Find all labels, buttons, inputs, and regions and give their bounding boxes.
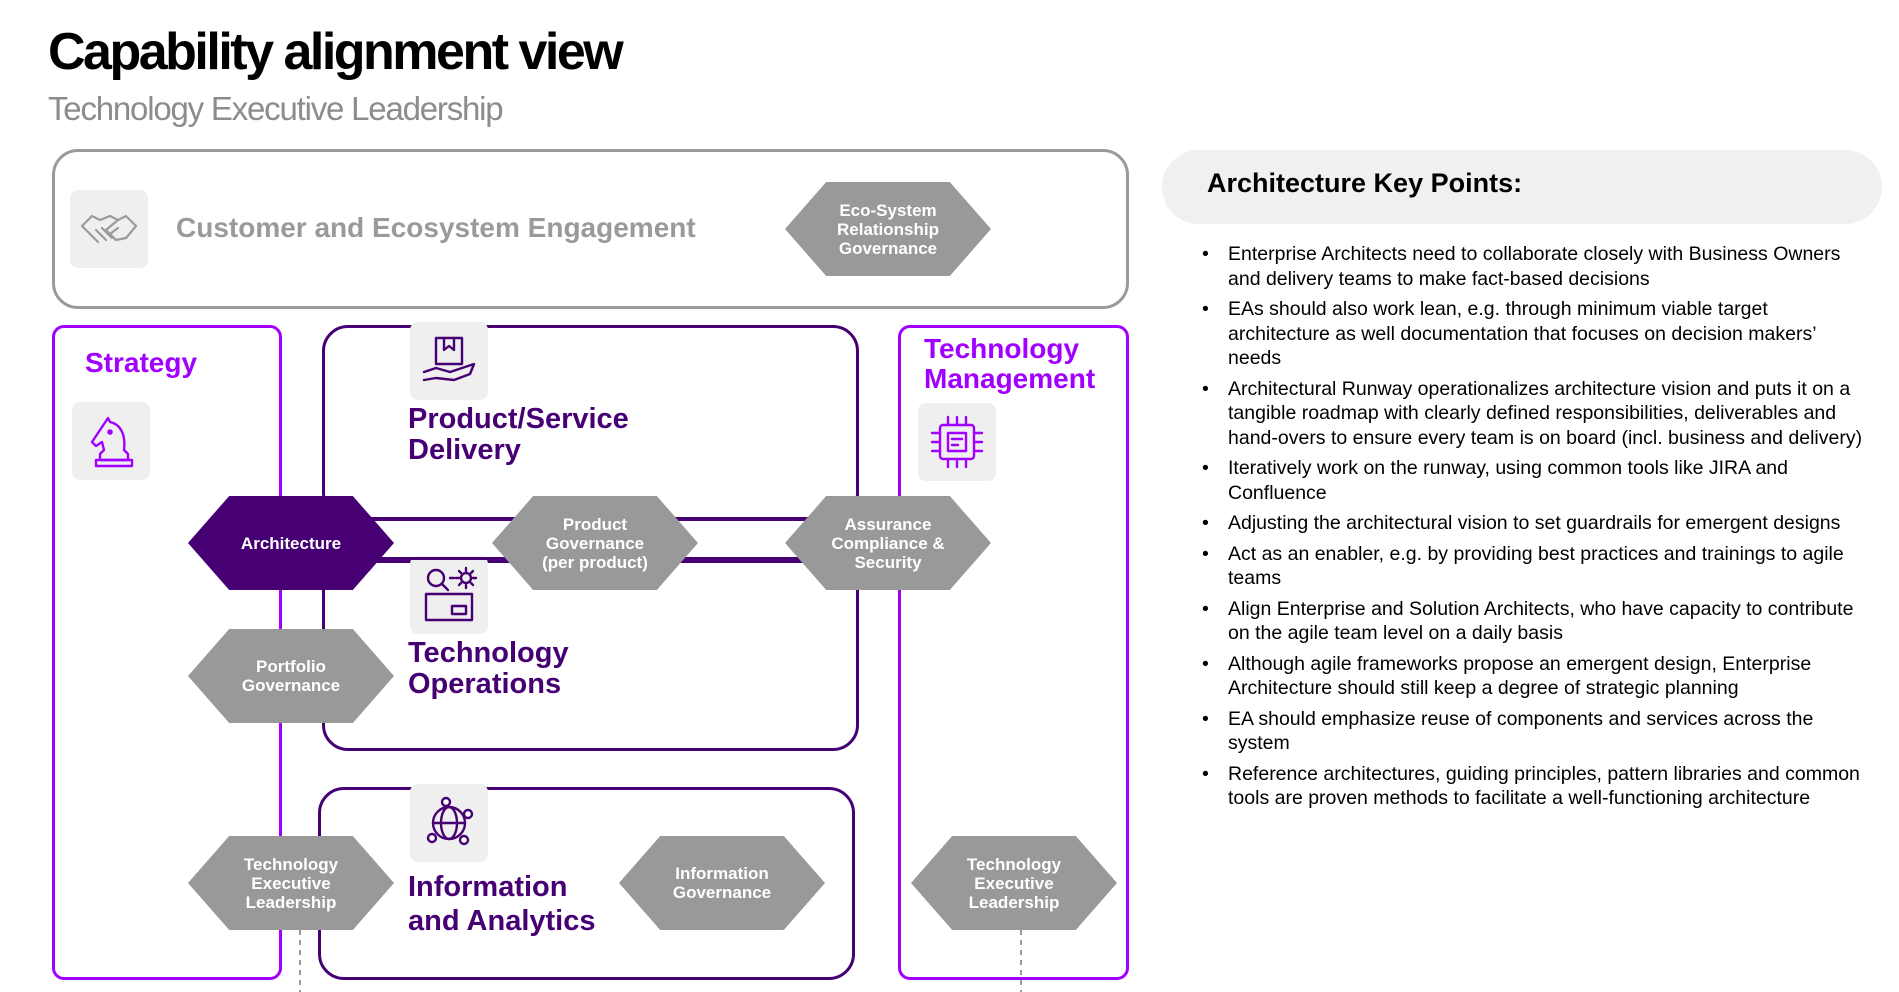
hexagon-eco-system-governance: Eco-System Relationship Governance bbox=[785, 182, 991, 276]
key-point-item: Enterprise Architects need to collaborat… bbox=[1202, 242, 1868, 291]
hexagon-product-governance: Product Governance (per product) bbox=[492, 496, 698, 590]
technology-operations-label: Technology Operations bbox=[408, 637, 569, 700]
key-point-item: Act as an enabler, e.g. by providing bes… bbox=[1202, 542, 1868, 591]
hexagon-technology-executive-leadership-left: Technology Executive Leadership bbox=[188, 836, 394, 930]
key-points-heading: Architecture Key Points: bbox=[1207, 168, 1523, 198]
search-gear-icon bbox=[410, 556, 488, 634]
technology-management-label: Technology Management bbox=[924, 333, 1096, 394]
key-points-header-panel bbox=[1162, 150, 1882, 224]
hand-box-icon bbox=[410, 322, 488, 400]
key-point-item: Iteratively work on the runway, using co… bbox=[1202, 456, 1868, 505]
hexagon-technology-executive-leadership-right: Technology Executive Leadership bbox=[911, 836, 1117, 930]
key-point-item: EA should emphasize reuse of components … bbox=[1202, 707, 1868, 756]
page-subtitle: Technology Executive Leadership bbox=[48, 90, 504, 127]
key-point-item: Architectural Runway operationalizes arc… bbox=[1202, 377, 1868, 451]
key-point-item: Adjusting the architectural vision to se… bbox=[1202, 511, 1868, 536]
hexagon-assurance-compliance-security: Assurance Compliance & Security bbox=[785, 496, 991, 590]
technology-management-box bbox=[898, 325, 1129, 980]
handshake-icon bbox=[70, 190, 148, 268]
information-analytics-label: Information and Analytics bbox=[408, 871, 596, 937]
key-point-item: Reference architectures, guiding princip… bbox=[1202, 762, 1868, 811]
page-title: Capability alignment view bbox=[48, 23, 624, 81]
key-point-item: Although agile frameworks propose an eme… bbox=[1202, 652, 1868, 701]
customer-engagement-box bbox=[52, 149, 1129, 309]
strategy-label: Strategy bbox=[85, 347, 198, 378]
hexagon-information-governance: Information Governance bbox=[619, 836, 825, 930]
chess-knight-icon bbox=[72, 402, 150, 480]
product-delivery-label: Product/Service Delivery bbox=[408, 403, 629, 466]
key-point-item: Align Enterprise and Solution Architects… bbox=[1202, 597, 1868, 646]
key-point-item: EAs should also work lean, e.g. through … bbox=[1202, 297, 1868, 371]
hexagon-portfolio-governance: Portfolio Governance bbox=[188, 629, 394, 723]
network-globe-icon bbox=[410, 784, 488, 862]
chip-icon bbox=[918, 403, 996, 481]
hexagon-architecture: Architecture bbox=[188, 496, 394, 590]
key-points-list: Enterprise Architects need to collaborat… bbox=[1202, 242, 1868, 817]
customer-engagement-label: Customer and Ecosystem Engagement bbox=[176, 212, 696, 243]
